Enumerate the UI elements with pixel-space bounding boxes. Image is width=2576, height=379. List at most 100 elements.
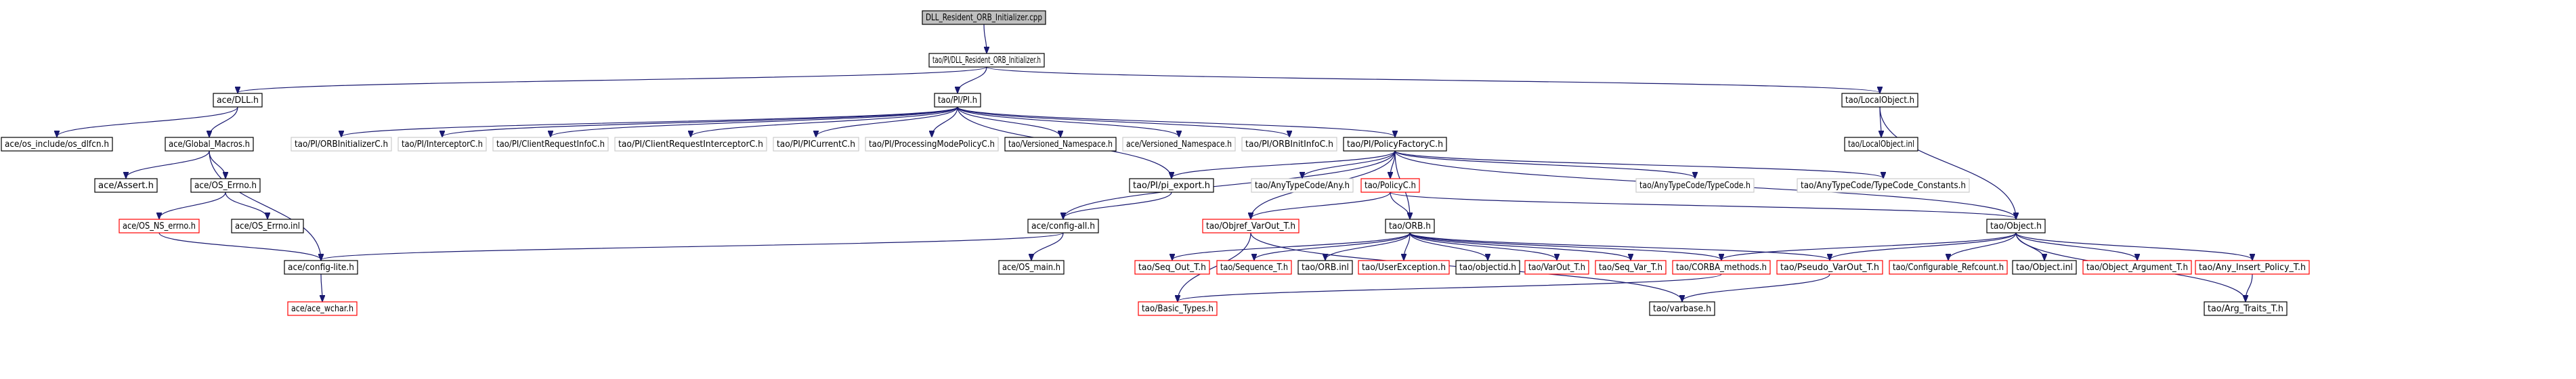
graph-node-tao-varbase-h[interactable]: tao/varbase.h	[1649, 301, 1715, 316]
node-box	[284, 260, 358, 275]
node-label: tao/PI/ORBInitInfoC.h	[1245, 139, 1333, 150]
graph-node-tao-arg-traits-t-h[interactable]: tao/Arg_Traits_T.h	[2204, 301, 2288, 316]
graph-node-ace-os-errno-h[interactable]: ace/OS_Errno.h	[190, 178, 261, 193]
graph-node-tao-varout-t-h[interactable]: tao/VarOut_T.h	[1524, 260, 1589, 275]
node-label: ace/config-lite.h	[288, 263, 354, 273]
node-box	[1524, 260, 1589, 275]
node-box	[934, 93, 981, 108]
node-label: tao/objectid.h	[1459, 263, 1516, 273]
edge-config_lite-to-ace_wchar	[321, 273, 322, 301]
graph-node-tao-pi-orbinitinfoc-h: tao/PI/ORBInitInfoC.h	[1241, 137, 1337, 152]
node-box	[1129, 178, 1214, 193]
graph-node-tao-object-h[interactable]: tao/Object.h	[1986, 219, 2046, 233]
node-label: tao/LocalObject.inl	[1848, 139, 1914, 150]
node-label: tao/AnyTypeCode/TypeCode_Constants.h	[1801, 181, 1966, 191]
graph-node-tao-localobject-inl[interactable]: tao/LocalObject.inl	[1844, 137, 1918, 152]
graph-node-tao-sequence-t-h[interactable]: tao/Sequence_T.h	[1216, 260, 1292, 275]
edge-policyc-to-objref_varout	[1251, 192, 1391, 219]
node-label: ace/Versioned_Namespace.h	[1126, 139, 1232, 150]
graph-node-ace-os-main-h[interactable]: ace/OS_main.h	[998, 260, 1065, 275]
graph-node-ace-os-include-os-dlfcn-h[interactable]: ace/os_include/os_dlfcn.h	[1, 137, 113, 152]
node-label: ace/ace_wchar.h	[291, 304, 353, 314]
node-box	[2204, 301, 2288, 316]
edge-policyfactoryc-to-anytypecode_any	[1302, 150, 1396, 178]
graph-node-ace-global-macros-h[interactable]: ace/Global_Macros.h	[165, 137, 254, 152]
edge-pi_h-to-versioned_ns_tao	[957, 106, 1060, 137]
node-label: ace/DLL.h	[217, 95, 259, 106]
node-label: tao/VarOut_T.h	[1528, 263, 1585, 273]
node-label: tao/PI/InterceptorC.h	[402, 139, 483, 150]
graph-node-ace-assert-h[interactable]: ace/Assert.h	[94, 178, 158, 193]
node-label: ace/Assert.h	[98, 181, 154, 191]
graph-node-tao-orb-h[interactable]: tao/ORB.h	[1385, 219, 1435, 233]
graph-node-tao-object-argument-t-h[interactable]: tao/Object_Argument_T.h	[2082, 260, 2192, 275]
graph-node-ace-config-lite-h[interactable]: ace/config-lite.h	[284, 260, 358, 275]
node-box	[2082, 260, 2192, 275]
node-box	[492, 137, 609, 152]
node-box	[1844, 137, 1918, 152]
edge-localobject-to-object_h	[1879, 106, 2016, 219]
node-box	[614, 137, 767, 152]
node-box	[1776, 260, 1883, 275]
graph-node-ace-config-all-h[interactable]: ace/config-all.h	[1027, 219, 1099, 233]
node-label: tao/Object.inl	[2016, 263, 2073, 273]
graph-node-tao-pi-pi-export-h[interactable]: tao/PI/pi_export.h	[1129, 178, 1214, 193]
graph-node-tao-pi-processingmodepolicyc-h: tao/PI/ProcessingModePolicyC.h	[865, 137, 999, 152]
node-box	[1360, 178, 1420, 193]
edge-ace_dll-to-os_dlfcn	[57, 106, 238, 137]
graph-node-tao-objectid-h[interactable]: tao/objectid.h	[1455, 260, 1520, 275]
graph-node-ace-dll-h[interactable]: ace/DLL.h	[213, 93, 263, 108]
graph-node-tao-pseudo-varout-t-h[interactable]: tao/Pseudo_VarOut_T.h	[1776, 260, 1883, 275]
node-box	[1216, 260, 1292, 275]
graph-node-tao-objref-varout-t-h[interactable]: tao/Objref_VarOut_T.h	[1202, 219, 1300, 233]
graph-node-ace-os-ns-errno-h[interactable]: ace/OS_NS_errno.h	[119, 219, 200, 233]
graph-node-tao-policyc-h[interactable]: tao/PolicyC.h	[1360, 178, 1420, 193]
graph-node-tao-anytypecode-typecode-constants-h: tao/AnyTypeCode/TypeCode_Constants.h	[1797, 178, 1970, 193]
graph-node-tao-seq-out-t-h[interactable]: tao/Seq_Out_T.h	[1134, 260, 1210, 275]
node-box	[1251, 178, 1354, 193]
edge-pi_dll-to-pi_h	[958, 66, 987, 93]
graph-node-tao-versioned-namespace-h[interactable]: tao/Versioned_Namespace.h	[1004, 137, 1117, 152]
edge-pi_h-to-clientrequestinterceptorc	[691, 106, 958, 137]
graph-node-ace-os-errno-inl[interactable]: ace/OS_Errno.inl	[231, 219, 304, 233]
node-box	[1138, 301, 1218, 316]
graph-node-tao-pi-policyfactoryc-h[interactable]: tao/PI/PolicyFactoryC.h	[1343, 137, 1447, 152]
graph-node-tao-corba-methods-h[interactable]: tao/CORBA_methods.h	[1672, 260, 1771, 275]
node-box	[1986, 219, 2046, 233]
graph-node-tao-pi-dll-resident-orb-initializer-h[interactable]: tao/PI/DLL_Resident_ORB_Initializer.h	[928, 53, 1045, 68]
edge-policyfactoryc-to-anytypecode_constants	[1394, 150, 1883, 178]
node-label: tao/Pseudo_VarOut_T.h	[1780, 263, 1879, 273]
edge-global_macros-to-config_lite	[209, 150, 321, 260]
graph-node-tao-object-inl[interactable]: tao/Object.inl	[2012, 260, 2077, 275]
edge-orb_h-to-userexception	[1404, 232, 1411, 260]
graph-node-ace-ace-wchar-h[interactable]: ace/ace_wchar.h	[287, 301, 358, 316]
graph-node-tao-userexception-h[interactable]: tao/UserException.h	[1358, 260, 1450, 275]
edge-object_h-to-pseudo_varout	[1830, 232, 2017, 260]
edge-object_h-to-corba_methods	[1721, 232, 2017, 260]
graph-node-tao-basic-types-h[interactable]: tao/Basic_Types.h	[1138, 301, 1218, 316]
node-box	[1385, 219, 1435, 233]
node-box	[1672, 260, 1771, 275]
graph-node-tao-seq-var-t-h[interactable]: tao/Seq_Var_T.h	[1595, 260, 1667, 275]
node-box	[1889, 260, 2008, 275]
edge-pi_h-to-interceptorc	[442, 106, 958, 137]
node-label: tao/Seq_Out_T.h	[1138, 263, 1206, 273]
node-label: tao/PI/PolicyFactoryC.h	[1347, 139, 1443, 150]
node-label: tao/PI/ProcessingModePolicyC.h	[869, 139, 995, 150]
graph-node-ace-versioned-namespace-h: ace/Versioned_Namespace.h	[1122, 137, 1236, 152]
nodes-layer: DLL_Resident_ORB_Initializer.cpptao/PI/D…	[1, 10, 2310, 316]
node-box	[865, 137, 999, 152]
edge-orb_h-to-corba_methods	[1409, 232, 1721, 260]
node-label: tao/Configurable_Refcount.h	[1893, 263, 2004, 273]
graph-node-tao-configurable-refcount-h[interactable]: tao/Configurable_Refcount.h	[1889, 260, 2008, 275]
node-box	[291, 137, 392, 152]
node-box	[1004, 137, 1117, 152]
node-label: tao/UserException.h	[1362, 263, 1446, 273]
node-box	[1635, 178, 1755, 193]
graph-node-tao-pi-pi-h[interactable]: tao/PI/PI.h	[934, 93, 981, 108]
graph-node-tao-any-insert-policy-t-h[interactable]: tao/Any_Insert_Policy_T.h	[2195, 260, 2310, 275]
edge-any_insert_policy-to-arg_traits	[2246, 273, 2253, 301]
graph-node-tao-localobject-h[interactable]: tao/LocalObject.h	[1841, 93, 1918, 108]
graph-node-tao-orb-inl[interactable]: tao/ORB.inl	[1297, 260, 1353, 275]
node-label: tao/Object_Argument_T.h	[2086, 263, 2188, 273]
